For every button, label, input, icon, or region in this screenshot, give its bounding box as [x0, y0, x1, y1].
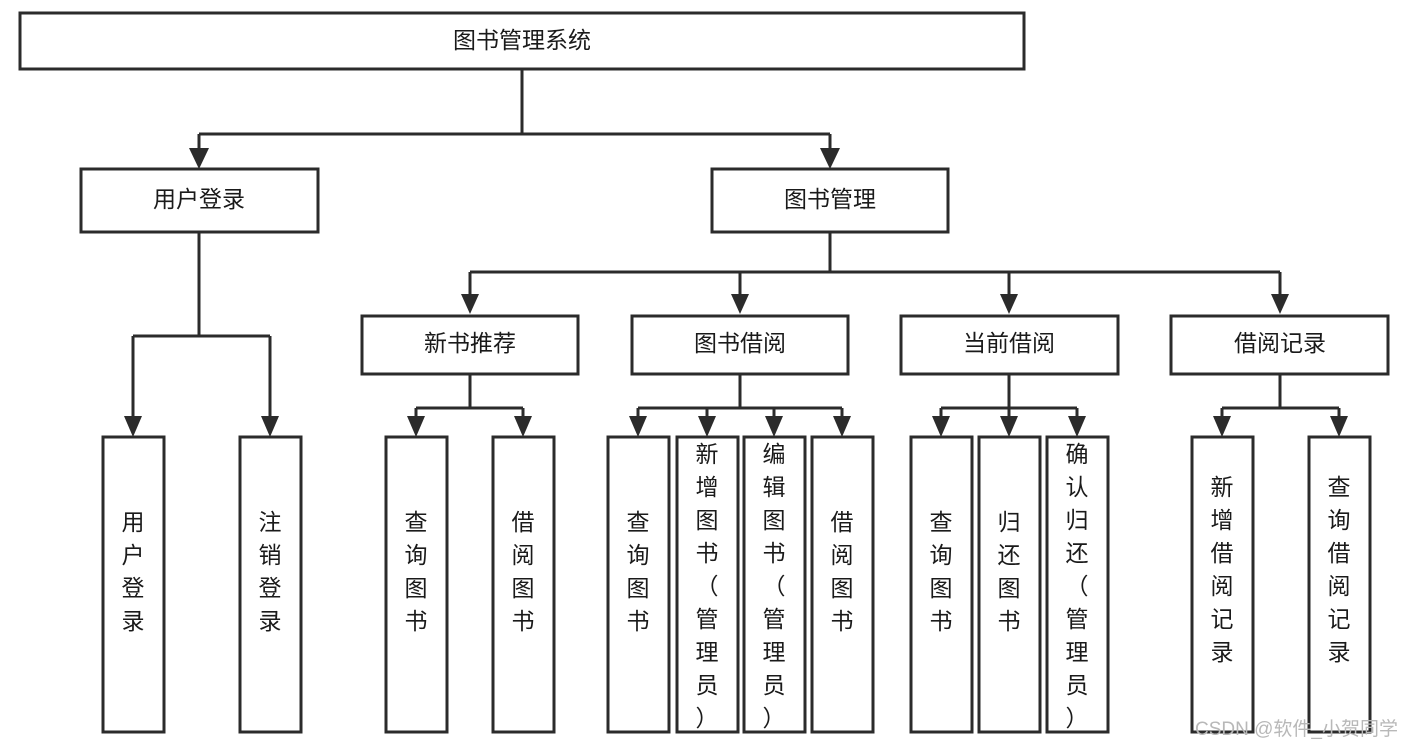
- node-leaf-query-record[interactable]: 查询借阅记录: [1307, 435, 1372, 734]
- connector-layer: [124, 69, 1348, 437]
- node-book-borrow-box[interactable]: [630, 314, 850, 376]
- node-book-borrow[interactable]: 图书借阅: [630, 314, 850, 376]
- arrow-to-book-borrow: [731, 294, 749, 314]
- arrow-to-leaf-add-book: [698, 416, 716, 437]
- csdn-watermark: CSDN @软件_小贺同学: [1195, 718, 1398, 740]
- node-leaf-borrow-book-1-label: 借阅图书: [512, 509, 535, 634]
- arrow-to-leaf-query-book-2: [629, 416, 647, 437]
- node-leaf-add-record[interactable]: 新增借阅记录: [1190, 435, 1255, 734]
- arrow-to-book-manage: [820, 148, 840, 169]
- node-new-book-rec-box[interactable]: [360, 314, 580, 376]
- node-new-book-rec-label: 新书推荐: [424, 330, 516, 356]
- node-user-login-label: 用户登录: [153, 186, 245, 212]
- node-leaf-return-book[interactable]: 归还图书: [977, 435, 1042, 734]
- node-leaf-query-book-3-box[interactable]: [909, 435, 974, 734]
- node-leaf-query-book-1-label: 查询图书: [405, 509, 428, 634]
- node-leaf-logout-login-label: 注销登录: [259, 509, 282, 634]
- arrow-to-leaf-return-book: [1000, 416, 1018, 437]
- node-leaf-query-book-3[interactable]: 查询图书: [909, 435, 974, 734]
- arrow-to-leaf-user-login: [124, 416, 142, 437]
- node-leaf-logout-login[interactable]: 注销登录: [238, 435, 303, 734]
- node-leaf-confirm-return-label: 确认归还（管理员）: [1066, 441, 1089, 731]
- arrow-to-leaf-add-record: [1213, 416, 1231, 437]
- node-leaf-logout-login-box[interactable]: [238, 435, 303, 734]
- node-leaf-query-book-1[interactable]: 查询图书: [384, 435, 449, 734]
- arrow-to-new-book-rec: [461, 294, 479, 314]
- arrow-to-user-login: [189, 148, 209, 169]
- node-leaf-confirm-return-box[interactable]: [1045, 435, 1110, 734]
- node-leaf-confirm-return[interactable]: 确认归还（管理员）: [1045, 435, 1110, 734]
- node-current-borrow[interactable]: 当前借阅: [899, 314, 1120, 376]
- node-leaf-add-book-label: 新增图书（管理员）: [696, 441, 719, 731]
- node-root[interactable]: 图书管理系统: [18, 11, 1026, 71]
- node-leaf-query-record-label: 查询借阅记录: [1328, 474, 1351, 665]
- node-leaf-user-login[interactable]: 用户登录: [101, 435, 166, 734]
- node-book-manage-box[interactable]: [710, 167, 950, 234]
- node-user-login[interactable]: 用户登录: [79, 167, 320, 234]
- arrow-to-leaf-query-book-3: [932, 416, 950, 437]
- node-leaf-borrow-book-1[interactable]: 借阅图书: [491, 435, 556, 734]
- node-leaf-add-record-box[interactable]: [1190, 435, 1255, 734]
- node-current-borrow-label: 当前借阅: [963, 330, 1055, 356]
- node-leaf-query-record-box[interactable]: [1307, 435, 1372, 734]
- arrow-to-current-borrow: [1000, 294, 1018, 314]
- node-leaf-borrow-book-2-box[interactable]: [810, 435, 875, 734]
- node-book-borrow-label: 图书借阅: [694, 330, 786, 356]
- arrow-to-leaf-query-book-1: [407, 416, 425, 437]
- node-leaf-user-login-label: 用户登录: [122, 509, 145, 634]
- node-leaf-edit-book[interactable]: 编辑图书（管理员）: [742, 435, 807, 734]
- arrow-to-borrow-record: [1271, 294, 1289, 314]
- node-leaf-add-book-box[interactable]: [675, 435, 740, 734]
- node-leaf-return-book-label: 归还图书: [998, 509, 1021, 634]
- arrow-to-leaf-edit-book: [765, 416, 783, 437]
- node-leaf-return-book-box[interactable]: [977, 435, 1042, 734]
- arrow-to-leaf-query-record: [1330, 416, 1348, 437]
- node-leaf-query-book-2[interactable]: 查询图书: [606, 435, 671, 734]
- node-leaf-add-book[interactable]: 新增图书（管理员）: [675, 435, 740, 734]
- node-leaf-user-login-box[interactable]: [101, 435, 166, 734]
- arrow-to-leaf-logout-login: [261, 416, 279, 437]
- node-borrow-record-box[interactable]: [1169, 314, 1390, 376]
- node-user-login-box[interactable]: [79, 167, 320, 234]
- node-root-label: 图书管理系统: [453, 27, 591, 53]
- node-leaf-query-book-2-box[interactable]: [606, 435, 671, 734]
- node-leaf-borrow-book-2[interactable]: 借阅图书: [810, 435, 875, 734]
- node-leaf-query-book-3-label: 查询图书: [930, 509, 953, 634]
- node-borrow-record-label: 借阅记录: [1234, 330, 1326, 356]
- node-borrow-record[interactable]: 借阅记录: [1169, 314, 1390, 376]
- node-leaf-borrow-book-1-box[interactable]: [491, 435, 556, 734]
- node-leaf-edit-book-box[interactable]: [742, 435, 807, 734]
- arrow-to-leaf-borrow-book-2: [833, 416, 851, 437]
- node-root-box[interactable]: [18, 11, 1026, 71]
- node-leaf-edit-book-label: 编辑图书（管理员）: [763, 441, 786, 731]
- node-current-borrow-box[interactable]: [899, 314, 1120, 376]
- arrow-to-leaf-confirm-return: [1068, 416, 1086, 437]
- node-leaf-add-record-label: 新增借阅记录: [1211, 474, 1234, 665]
- node-leaf-borrow-book-2-label: 借阅图书: [831, 509, 854, 634]
- node-leaf-query-book-1-box[interactable]: [384, 435, 449, 734]
- node-new-book-rec[interactable]: 新书推荐: [360, 314, 580, 376]
- node-book-manage-label: 图书管理: [784, 186, 876, 212]
- arrow-to-leaf-borrow-book-1: [514, 416, 532, 437]
- node-leaf-query-book-2-label: 查询图书: [627, 509, 650, 634]
- node-book-manage[interactable]: 图书管理: [710, 167, 950, 234]
